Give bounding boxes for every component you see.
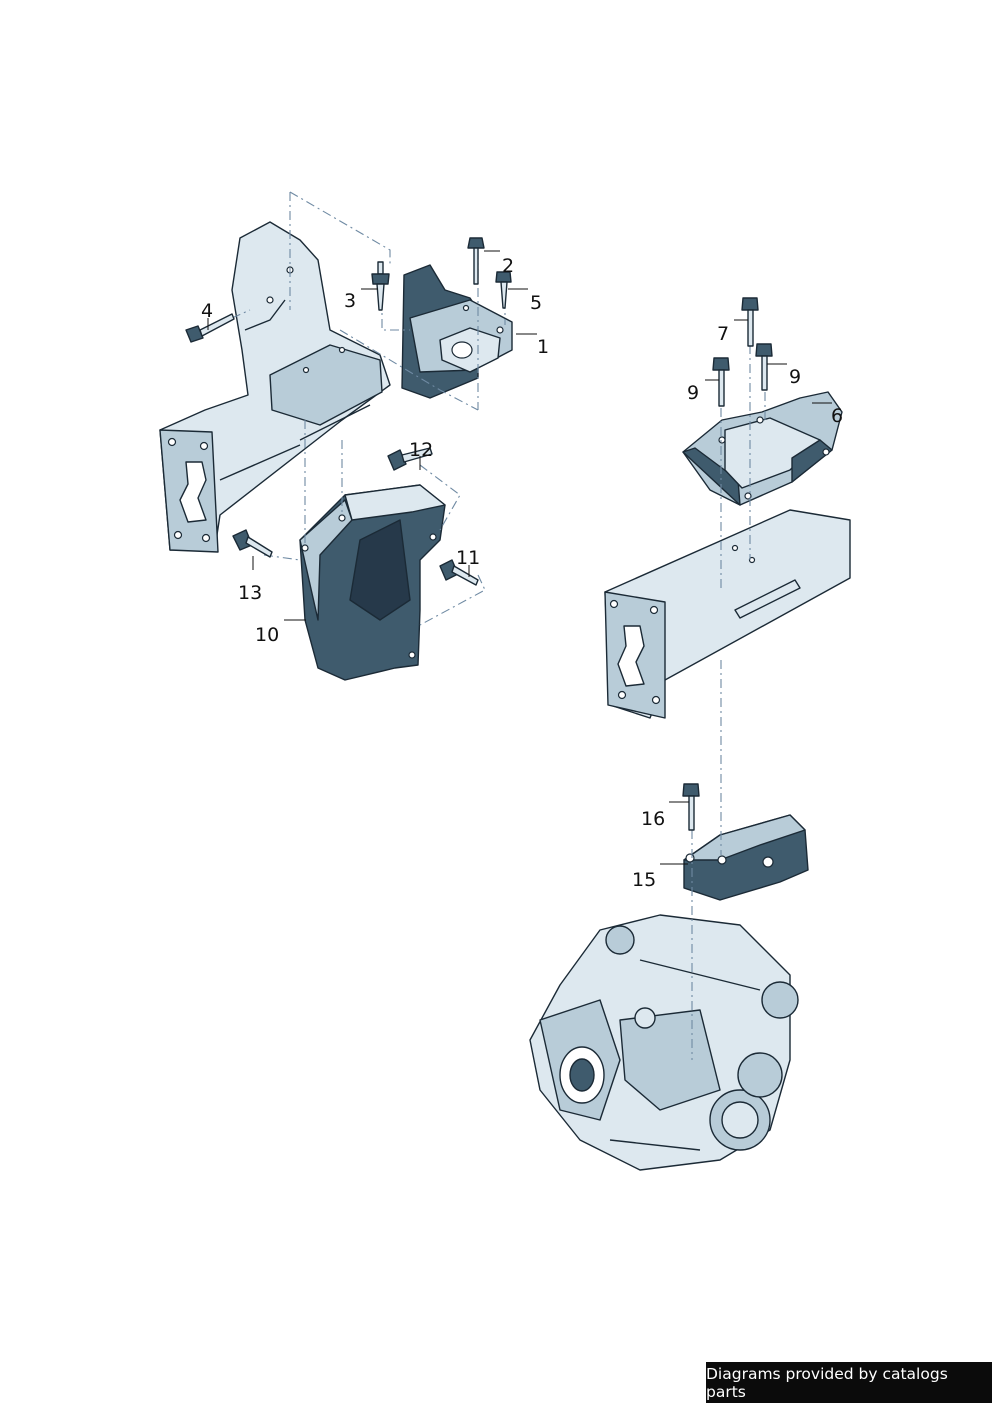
callout-4: 4 <box>201 300 213 322</box>
bolt-part-12 <box>387 447 433 471</box>
right-chassis-member <box>604 509 851 719</box>
bolt-part-11 <box>439 559 479 586</box>
engine-mount-part-1 <box>401 264 513 399</box>
footer-credit-text: Diagrams provided by catalogs parts <box>706 1364 948 1401</box>
bolt-part-7 <box>741 297 759 347</box>
left-chassis-member <box>159 221 391 553</box>
bolt-part-5 <box>495 271 512 309</box>
right-assembly-lines <box>691 345 766 1060</box>
callout-10: 10 <box>255 624 279 646</box>
callout-labels: 1 2 3 4 5 6 7 9 9 10 11 12 13 15 16 <box>201 255 843 891</box>
footer-credit: Diagrams provided by catalogs parts <box>706 1362 992 1403</box>
callout-15: 15 <box>632 869 656 891</box>
callout-1: 1 <box>537 336 549 358</box>
callout-leaders <box>207 250 832 865</box>
bolt-part-13 <box>232 529 273 558</box>
bolt-part-9-right <box>755 343 773 391</box>
callout-3: 3 <box>344 290 356 312</box>
gearbox <box>529 914 799 1171</box>
left-assembly-lines <box>231 191 506 626</box>
callout-5: 5 <box>530 292 542 314</box>
callout-9-right: 9 <box>789 366 801 388</box>
bolt-part-9-left <box>712 357 730 407</box>
callout-16: 16 <box>641 808 665 830</box>
callout-13: 13 <box>238 582 262 604</box>
bracket-part-10 <box>299 484 446 681</box>
callout-7: 7 <box>717 323 729 345</box>
support-part-15 <box>683 814 809 901</box>
callout-6: 6 <box>831 405 843 427</box>
stud-bolt-part-3 <box>371 261 390 311</box>
bolt-part-16 <box>682 783 700 831</box>
callout-2: 2 <box>502 255 514 277</box>
callout-12: 12 <box>409 439 433 461</box>
callout-9-left: 9 <box>687 382 699 404</box>
callout-11: 11 <box>456 547 480 569</box>
bolt-part-2 <box>467 237 485 285</box>
bolt-part-4 <box>185 313 235 343</box>
gearbox-mount-part-6 <box>682 391 843 506</box>
